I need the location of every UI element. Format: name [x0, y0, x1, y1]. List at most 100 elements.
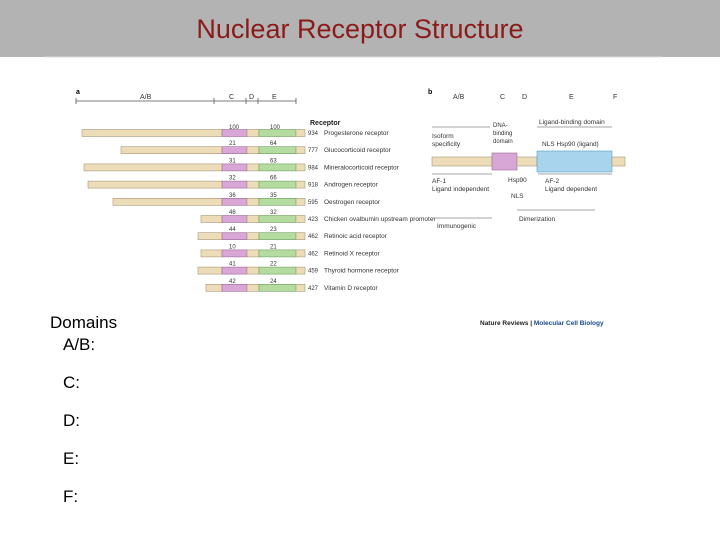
receptor-row: 46 32 423 Chicken ovalbumin upstream promot…	[200, 210, 436, 223]
receptor-e-segment	[258, 180, 297, 189]
receptor-d-segment	[246, 146, 260, 154]
panel-a-header-c: C	[229, 94, 234, 101]
receptor-c-identity: 44	[229, 227, 236, 233]
receptor-c-segment	[221, 163, 248, 172]
receptor-e-segment	[258, 283, 297, 292]
title-bar	[0, 0, 720, 57]
receptor-name: Retinoic acid receptor	[324, 233, 388, 240]
receptor-c-segment	[221, 249, 248, 258]
receptor-d-segment	[246, 215, 260, 223]
domain-ab-bar	[431, 156, 493, 167]
af1-line2: Ligand independent	[432, 186, 489, 193]
panel-b-header-e: E	[569, 94, 574, 101]
credit-section: Molecular Cell Biology	[534, 320, 604, 327]
receptor-f-segment	[295, 249, 306, 258]
receptor-name: Progesterone receptor	[324, 130, 390, 137]
receptor-length: 462	[308, 234, 319, 240]
receptor-c-identity: 42	[229, 279, 236, 285]
receptor-d-segment	[246, 266, 260, 275]
receptor-name: Oestrogen receptor	[324, 199, 381, 206]
receptor-length: 984	[308, 165, 319, 171]
ligand-binding-label: Ligand-binding domain	[539, 119, 605, 126]
receptor-c-identity: 36	[229, 193, 236, 199]
nls-hsp-label: NLS Hsp90 (ligand)	[542, 141, 599, 148]
receptor-e-identity: 35	[270, 193, 277, 199]
receptor-e-segment	[258, 146, 297, 154]
receptor-f-segment	[295, 146, 306, 154]
receptor-e-segment	[258, 266, 297, 275]
domain-d-bar	[516, 156, 538, 167]
col-e-top: 100	[270, 125, 281, 131]
receptor-ab-segment	[87, 180, 223, 189]
receptor-f-segment	[295, 198, 306, 206]
receptor-c-segment	[221, 283, 248, 292]
receptor-ab-segment	[83, 163, 223, 172]
receptor-c-segment	[221, 198, 248, 206]
isoform-line2: specificity	[432, 141, 461, 148]
nls-label: NLS	[511, 193, 524, 200]
panel-b-header: A/B C D E F	[453, 94, 617, 101]
journal-credit: Nature Reviews | Molecular Cell Biology	[480, 320, 604, 327]
panel-b-header-ab: A/B	[453, 94, 465, 101]
receptor-ab-segment	[81, 129, 223, 137]
receptor-f-segment	[295, 215, 306, 223]
receptor-d-segment	[246, 198, 260, 206]
receptor-name: Mineralocorticoid receptor	[324, 164, 400, 171]
panel-a-label: a	[76, 89, 80, 96]
slide-title: Nuclear Receptor Structure	[196, 14, 524, 44]
panel-a-header-e: E	[272, 94, 277, 101]
domain-item-e: E:	[63, 449, 80, 468]
receptor-d-segment	[246, 163, 260, 172]
receptor-f-segment	[295, 129, 306, 137]
receptor-length: 777	[308, 148, 319, 154]
receptor-e-identity: 22	[270, 262, 277, 268]
dna-binding-line3: domain	[493, 139, 513, 145]
receptor-ab-segment	[120, 146, 223, 154]
receptor-e-segment	[258, 215, 297, 223]
af1-line1: AF-1	[432, 178, 446, 185]
col-c-top: 100	[229, 125, 240, 131]
receptor-ab-segment	[112, 198, 223, 206]
receptor-e-identity: 63	[270, 158, 277, 164]
receptor-f-segment	[295, 180, 306, 189]
receptor-column-title: Receptor	[310, 120, 341, 127]
receptor-ab-segment	[205, 283, 223, 292]
af2-line2: Ligand dependent	[545, 186, 597, 193]
receptor-c-segment	[221, 129, 248, 137]
panel-a-header: A/B C D E	[75, 94, 297, 104]
receptor-f-segment	[295, 266, 306, 275]
receptor-c-identity: 41	[229, 262, 236, 268]
receptor-c-identity: 46	[229, 210, 236, 216]
immunogenic-label: Immunogenic	[437, 223, 477, 230]
receptor-c-segment	[221, 266, 248, 275]
receptor-e-identity: 24	[270, 279, 277, 285]
receptor-c-identity: 10	[229, 244, 236, 250]
receptor-d-segment	[246, 129, 260, 137]
domains-heading: Domains	[50, 313, 118, 332]
receptor-c-identity: 32	[229, 176, 236, 182]
receptor-length: 423	[308, 217, 319, 223]
receptor-c-segment	[221, 232, 248, 240]
receptor-length: 934	[308, 131, 319, 137]
receptor-name: Retinoid X receptor	[324, 250, 380, 257]
receptor-e-segment	[258, 129, 297, 137]
receptor-name: Chicken ovalbumin upstream promoter	[324, 216, 436, 223]
receptor-c-segment	[221, 215, 248, 223]
panel-a-header-ab: A/B	[140, 94, 152, 101]
receptor-c-identity: 21	[229, 141, 236, 147]
receptor-length: 459	[308, 269, 319, 275]
receptor-f-segment	[295, 163, 306, 172]
receptor-name: Vitamin D receptor	[324, 285, 379, 292]
receptor-e-segment	[258, 232, 297, 240]
receptor-e-identity: 32	[270, 210, 277, 216]
domain-c-bar	[491, 152, 518, 171]
domain-f-bar	[611, 156, 626, 167]
receptor-e-segment	[258, 249, 297, 258]
panel-b-header-f: F	[613, 94, 617, 101]
domain-item-f: F:	[63, 487, 79, 506]
